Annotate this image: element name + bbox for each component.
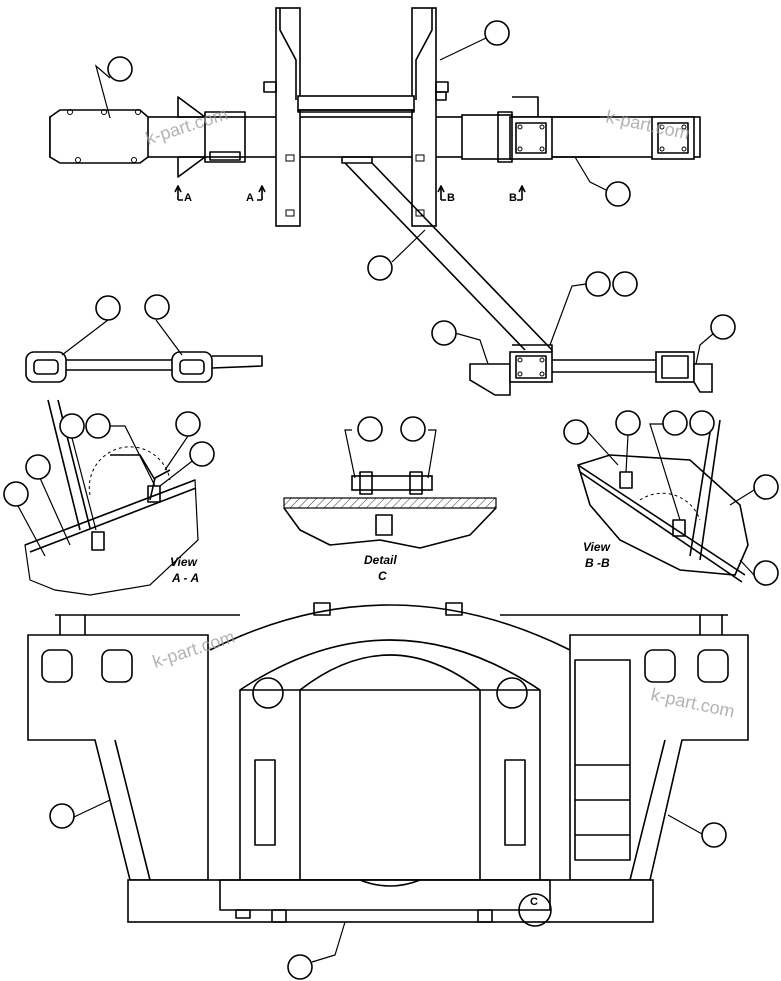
callout-balloon [107,56,133,82]
callout-balloon [287,954,313,980]
section-marker-b-left: B [447,192,455,204]
callout-balloon [563,419,589,445]
section-marker-a-right: A [246,192,254,204]
callout-balloon [25,454,51,480]
section-marker-a-left: A [184,192,192,204]
callout-balloon [689,410,715,436]
callout-balloon [612,271,638,297]
callout-balloon [144,294,170,320]
callout-balloon [615,410,641,436]
view-aa-caption-2: A - A [171,571,199,585]
callout-balloon [710,314,736,340]
callout-balloon [367,255,393,281]
detail-c-caption-1: Detail [364,553,397,567]
callout-balloon [95,295,121,321]
callout-balloon [585,271,611,297]
callout-balloon [431,320,457,346]
detail-c-marker: C [530,896,538,908]
callout-balloon [662,410,688,436]
callout-balloon [605,181,631,207]
view-bb-caption-2: B -B [585,556,610,570]
section-arrows: A A B B [174,185,526,204]
front-frame-view: C [27,602,749,927]
detail-c: Detail C [283,471,497,583]
callout-balloon [85,413,111,439]
view-bb-caption-1: View [583,540,611,554]
view-b-b: View B -B [577,419,749,583]
view-aa-caption-1: View [170,555,198,569]
callout-balloon [753,560,779,586]
left-tie-bar [25,351,263,383]
callout-balloon [49,803,75,829]
callout-balloon [357,416,383,442]
callout-balloon [701,822,727,848]
callout-balloon [189,441,215,467]
callout-balloon [484,20,510,46]
right-lower-assembly [469,344,713,396]
watermarks: k-part.com k-part.com k-part.com k-part.… [143,104,736,722]
callout-balloon [59,413,85,439]
callouts [3,20,779,980]
left-end-bracket [49,109,149,164]
view-a-a: View A - A [24,399,199,596]
top-frame-view [49,7,701,351]
section-marker-b-right: B [509,192,517,204]
callout-balloon [400,416,426,442]
callout-balloon [3,481,29,507]
detail-c-caption-2: C [378,569,387,583]
callout-balloon [175,411,201,437]
callout-balloon [753,474,779,500]
